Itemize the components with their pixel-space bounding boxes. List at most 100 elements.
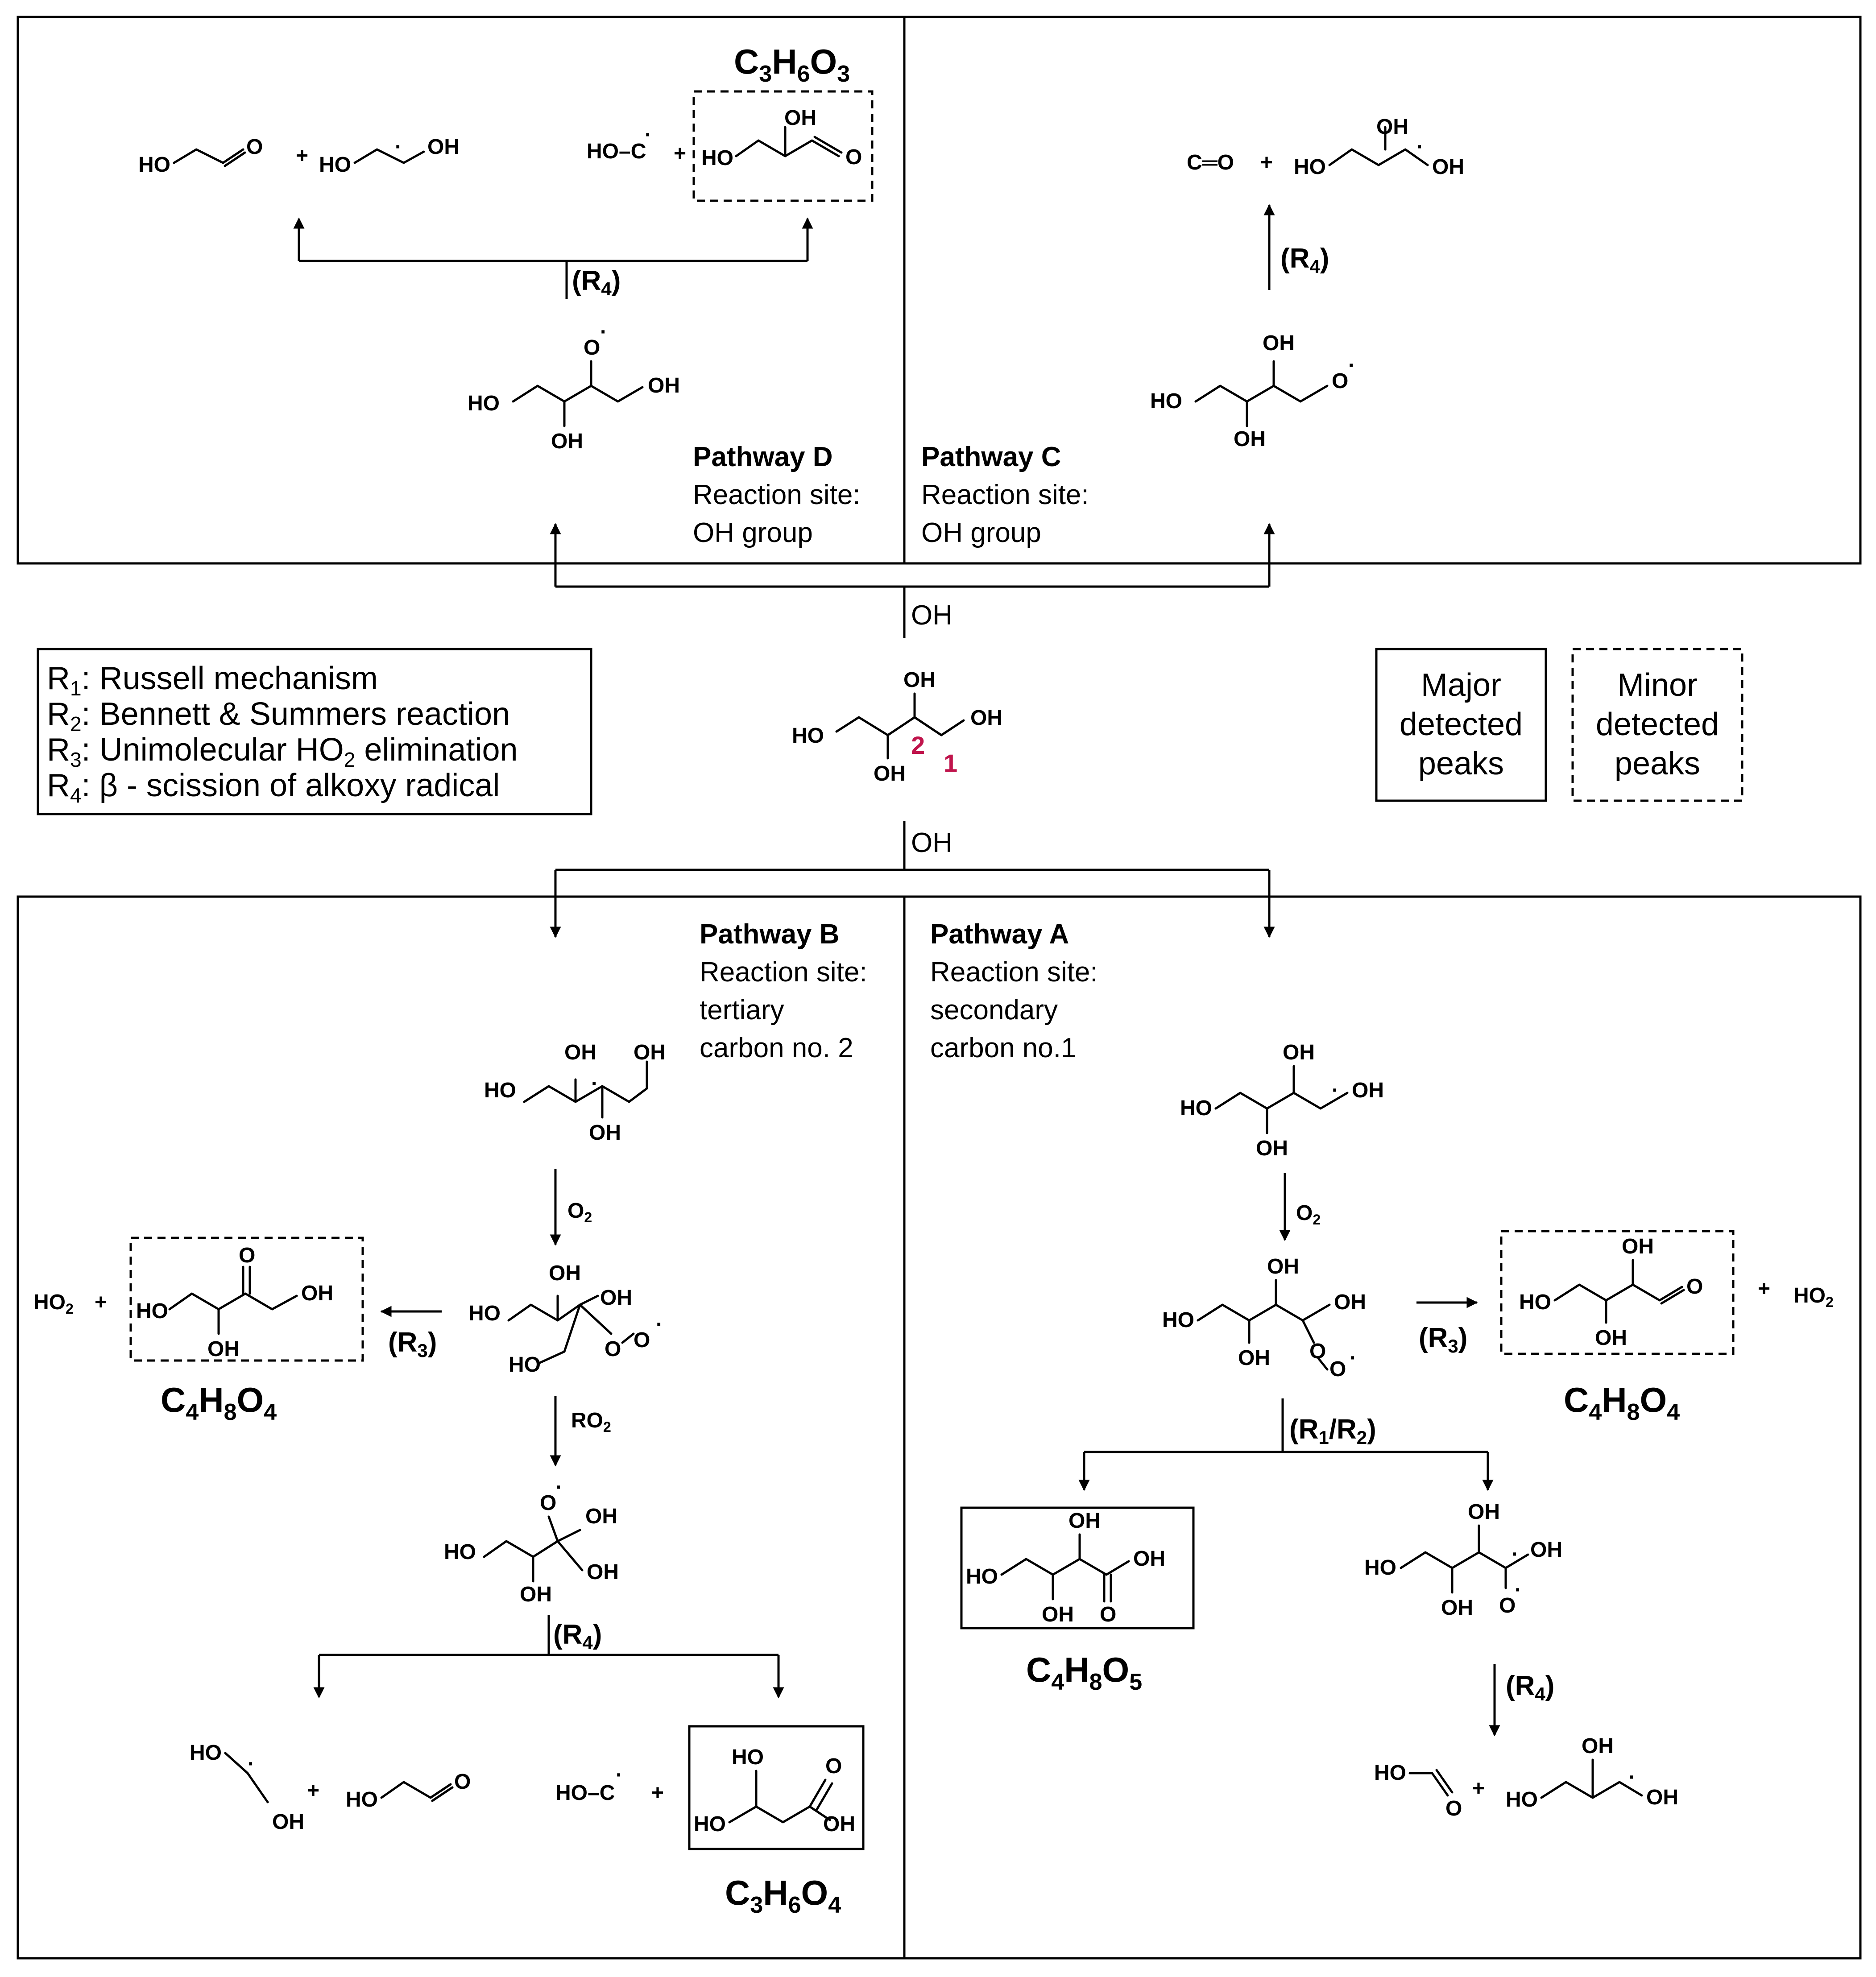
pathway-b-peroxy: HO OH OH HO O O ·	[468, 1261, 663, 1377]
pathway-b-r3-arrow: (R3)	[380, 1306, 442, 1361]
svg-text:HO: HO	[444, 1540, 476, 1564]
pathway-a-minor-box	[1500, 1230, 1735, 1355]
svg-text:Pathway A: Pathway A	[930, 919, 1069, 950]
pathway-c-products: C═O + HO OH · OH	[1187, 115, 1464, 179]
bottom-branch-arrows: OH	[550, 821, 1275, 938]
svg-text:Reaction site:: Reaction site:	[921, 480, 1089, 510]
svg-text:+: +	[1758, 1277, 1770, 1301]
svg-text:OH: OH	[301, 1282, 333, 1305]
svg-text:O: O	[634, 1328, 650, 1352]
svg-text:HO: HO	[1150, 389, 1182, 413]
svg-text:OH: OH	[1256, 1137, 1288, 1160]
svg-text:HO: HO	[468, 392, 500, 415]
bottom-frame	[17, 895, 1862, 1960]
svg-text:HO: HO	[1364, 1556, 1396, 1580]
pathway-d-alkoxy: HO OH OH O ·	[468, 320, 680, 453]
svg-text:OH: OH	[874, 762, 906, 786]
svg-text:·: ·	[1515, 1578, 1522, 1602]
svg-text:O: O	[584, 336, 600, 360]
svg-text:OH: OH	[1263, 331, 1295, 355]
svg-text:HO: HO	[136, 1299, 168, 1323]
svg-text:OH: OH	[1432, 155, 1464, 179]
svg-text:+: +	[674, 142, 686, 165]
svg-text:HO: HO	[138, 153, 170, 177]
pathway-b-products-left: HO · OH + HO O	[190, 1741, 471, 1834]
svg-text:OH: OH	[1334, 1290, 1366, 1314]
pathway-a-formula-c4h8o4: C4H8O4	[1564, 1380, 1680, 1425]
svg-text:·: ·	[645, 123, 652, 147]
key-major: Major detected peaks	[1375, 648, 1547, 802]
svg-text:O: O	[454, 1770, 471, 1794]
svg-text:HO: HO	[509, 1353, 541, 1377]
svg-text:OH: OH	[648, 374, 680, 397]
pathway-b-formula-c4h8o4: C4H8O4	[161, 1380, 277, 1425]
pathway-a-major-box	[960, 1506, 1195, 1630]
svg-text:HO: HO	[732, 1745, 764, 1769]
pathway-b-major-box	[688, 1725, 865, 1850]
svg-text:O: O	[845, 145, 862, 169]
svg-text:tertiary: tertiary	[700, 995, 784, 1026]
svg-text:HO2: HO2	[1793, 1284, 1834, 1310]
svg-text:HO: HO	[468, 1302, 501, 1325]
top-oh-reagent: OH	[911, 600, 952, 631]
reaction-legend: R1: Russell mechanism R2: Bennett & Summ…	[37, 648, 592, 815]
svg-text:C═O: C═O	[1187, 151, 1234, 174]
pathway-a-r4-arrow: (R4)	[1489, 1664, 1554, 1737]
svg-text:Pathway D: Pathway D	[693, 442, 833, 472]
pathway-b-formula-c3h6o4: C3H6O4	[725, 1873, 841, 1918]
svg-text:carbon no. 2: carbon no. 2	[700, 1033, 853, 1063]
top-branch-arrows: OH	[550, 523, 1275, 638]
svg-text:OH: OH	[634, 1041, 666, 1064]
svg-text:OH group: OH group	[693, 517, 813, 548]
svg-text:detected: detected	[1596, 707, 1719, 742]
svg-text:(R4): (R4)	[1280, 243, 1329, 277]
svg-text:OH: OH	[564, 1041, 596, 1064]
svg-text:R4: β - scission of alkoxy rad: R4: β - scission of alkoxy radical	[47, 768, 500, 807]
svg-text:carbon no.1: carbon no.1	[930, 1033, 1076, 1063]
pathway-c-alkoxy: HO O · OH OH	[1150, 331, 1355, 451]
svg-text:OH: OH	[1441, 1596, 1473, 1620]
svg-text:HO: HO	[1519, 1290, 1551, 1314]
key-minor: Minor detected peaks	[1571, 648, 1743, 802]
pathway-a-radical: HO OH OH · OH	[1180, 1041, 1384, 1160]
pathway-d-label: Pathway D Reaction site: OH group	[693, 442, 861, 548]
pathway-c-label: Pathway C Reaction site: OH group	[921, 442, 1089, 548]
pathway-d-products-left: HO O + HO · OH	[138, 135, 460, 177]
svg-text:OH: OH	[1234, 427, 1266, 451]
pathway-b-o2-arrow: O2	[550, 1169, 592, 1246]
svg-text:OH: OH	[1238, 1346, 1270, 1370]
svg-text:OH: OH	[903, 668, 936, 692]
svg-text:·: ·	[395, 135, 402, 159]
pathway-b-ketone-product: HO2 + HO O OH OH C4H8O4	[33, 1237, 364, 1425]
svg-text:O: O	[825, 1754, 842, 1778]
svg-text:OH: OH	[520, 1583, 552, 1606]
svg-text:OH: OH	[1582, 1734, 1614, 1758]
pathway-c-r4-arrow: (R4)	[1263, 204, 1329, 290]
svg-text:O: O	[239, 1244, 255, 1267]
top-frame	[17, 16, 1862, 565]
pathway-b-r4-arrows: (R4)	[313, 1615, 784, 1699]
svg-text:Pathway B: Pathway B	[700, 919, 840, 950]
site-number-1: 1	[944, 749, 957, 777]
svg-text:·: ·	[591, 1072, 598, 1096]
site-number-2: 2	[911, 731, 925, 759]
svg-text:OH group: OH group	[921, 517, 1041, 548]
svg-text:OH: OH	[207, 1337, 240, 1361]
svg-text:·: ·	[1350, 1346, 1357, 1370]
svg-text:·: ·	[1512, 1543, 1519, 1566]
svg-text:Major: Major	[1421, 667, 1501, 703]
svg-text:HO: HO	[1180, 1096, 1212, 1120]
svg-text:+: +	[1260, 151, 1273, 174]
svg-text:(R4): (R4)	[1506, 1671, 1554, 1704]
svg-text:OH: OH	[549, 1261, 581, 1285]
svg-text:RO2: RO2	[571, 1409, 611, 1435]
svg-text:O: O	[1686, 1275, 1703, 1299]
svg-text:O: O	[1445, 1797, 1462, 1820]
svg-text:peaks: peaks	[1615, 746, 1700, 782]
svg-text:OH: OH	[589, 1121, 621, 1145]
svg-text:R1: Russell mechanism: R1: Russell mechanism	[47, 661, 378, 700]
pathway-d-products-right: HO–C · + HO OH O	[587, 90, 874, 202]
svg-text:O2: O2	[1296, 1201, 1321, 1228]
pathway-b-alkoxy: HO O · OH OH OH	[444, 1476, 619, 1606]
